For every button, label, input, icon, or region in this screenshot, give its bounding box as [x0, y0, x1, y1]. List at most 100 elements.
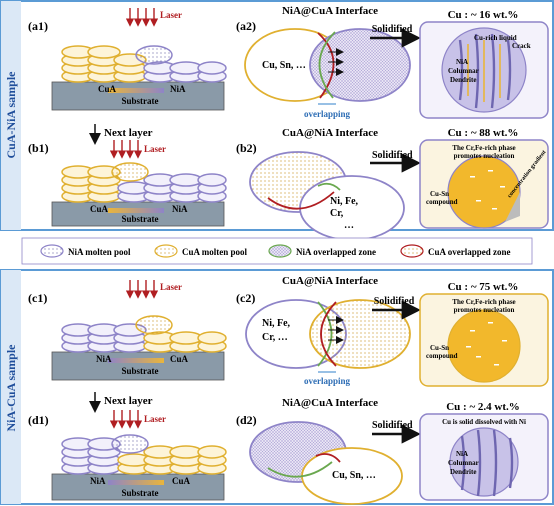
c2-right-ellipse [309, 299, 411, 369]
a1-laser-arrows [125, 8, 159, 27]
c2-note-1: The Cr,Fe-rich phase [452, 298, 515, 306]
bottom-next-layer-label: Next layer [104, 395, 153, 407]
d1-substrate [51, 473, 225, 501]
a2-cu-rich-liquid [467, 40, 501, 102]
d2-dendrite-3: Dendrite [450, 468, 476, 476]
a2-dendrite-3: Dendrite [450, 76, 476, 84]
d1-laser-arrows [109, 410, 143, 429]
c2-tag: (c2) [236, 291, 255, 305]
c2-el-1: Ni, Fe, [262, 318, 291, 329]
a2-cu-content: Cu : ~ 16 wt.% [448, 9, 519, 21]
b2-el-2: Cr, [330, 208, 344, 219]
b1-flow-arrow [108, 208, 164, 213]
legend-item-cua: CuA molten pool [154, 244, 248, 258]
c1-laser-arrows [125, 280, 159, 299]
b2-el-1: Ni, Fe, [330, 196, 359, 207]
a2-overlap-green [318, 31, 336, 99]
a1-laser-label: Laser [160, 10, 182, 20]
d1-cua-label: CuA [172, 476, 191, 486]
b2-compound-1: Cu-Sn [430, 190, 449, 198]
d2-note: Cu is solid dissolved with Ni [442, 418, 526, 426]
c2-note-2: promotes nucleation [454, 306, 515, 314]
d2-overlap-green [267, 461, 333, 478]
d1-cua-tracks [117, 445, 227, 475]
d2-cu-content: Cu : ~ 2.4 wt.% [446, 401, 520, 413]
legend-label-cua: CuA molten pool [182, 247, 248, 257]
a2-elements: Cu, Sn, … [262, 60, 306, 71]
c1-flow-arrow [108, 358, 164, 363]
d2-dendrite-2: Columnar [448, 459, 479, 467]
d1-laser-label: Laser [144, 414, 166, 424]
a2-crack-label: Crack [512, 42, 531, 50]
c1-substrate-label: Substrate [121, 366, 158, 376]
c2-el-2: Cr, … [262, 332, 288, 343]
bottom-side-strip [1, 270, 21, 504]
b1-nia-tracks [117, 173, 227, 203]
c2-diffusion-arrows [328, 316, 344, 344]
d1-substrate-label: Substrate [121, 488, 158, 498]
b2-overlap-red [267, 191, 335, 210]
d2-title: NiA@CuA Interface [282, 397, 378, 409]
legend-label-cua-overlap: CuA overlapped zone [428, 247, 511, 257]
c2-compound-1: Cu-Sn [430, 344, 449, 352]
d2-tag: (d2) [236, 413, 257, 427]
b1-laser-label: Laser [144, 144, 166, 154]
legend-item-nia-overlap: NiA overlapped zone [268, 244, 376, 258]
c1-cua-molten-pool [135, 315, 173, 335]
c2-result-circle [447, 309, 521, 383]
b2-compound-2: compound [426, 198, 458, 206]
legend-item-nia: NiA molten pool [40, 244, 131, 258]
b1-cua-label: CuA [90, 204, 109, 214]
b2-cu-content: Cu : ~ 88 wt.% [448, 127, 519, 139]
a2-right-ellipse [309, 28, 411, 102]
d2-dendrites [460, 429, 514, 497]
a2-overlap-red [317, 32, 335, 99]
a2-dendrite-1: NiA [456, 58, 468, 66]
b1-laser-arrows [109, 140, 143, 159]
a1-nia-molten-pool [135, 45, 173, 65]
top-side-strip [1, 1, 21, 230]
b2-particles [470, 170, 505, 210]
d2-dendrite-1: NiA [456, 450, 468, 458]
a1-cua-label: CuA [98, 84, 117, 94]
c2-overlap-green [317, 301, 333, 367]
a1-nia-label: NiA [170, 84, 186, 94]
d1-nia-molten-pool [111, 434, 149, 454]
b2-note-1: The Cr,Fe-rich phase [452, 144, 515, 152]
c1-cua-label: CuA [170, 354, 189, 364]
d1-tag: (d1) [28, 413, 49, 427]
c1-nia-tracks [61, 323, 147, 353]
d2-result-circle [449, 427, 519, 497]
b1-cua-tracks [61, 165, 121, 203]
legend-item-cua-overlap: CuA overlapped zone [400, 244, 511, 258]
d1-nia-label: NiA [90, 476, 106, 486]
b2-gradient-wedge [505, 192, 520, 222]
a2-dendrite-2: Columnar [448, 67, 479, 75]
c1-substrate [51, 351, 225, 381]
a2-dendrites [458, 33, 512, 109]
d1-flow-arrow [108, 480, 164, 485]
c2-cu-content: Cu : ~ 75 wt.% [448, 281, 519, 293]
b2-note-2: promotes nucleation [454, 152, 515, 160]
c1-tag: (c1) [28, 291, 47, 305]
b1-cua-molten-pool [111, 162, 149, 182]
a1-nia-tracks [143, 61, 227, 83]
a1-cua-tracks [61, 45, 147, 83]
a2-diffusion-arrows [328, 48, 344, 76]
b2-tag: (b2) [236, 141, 257, 155]
b1-substrate [51, 201, 225, 227]
c2-compound-2: compound [426, 352, 458, 360]
c1-laser-label: Laser [160, 282, 182, 292]
b1-substrate-label: Substrate [121, 214, 158, 224]
bottom-side-label: NiA-CuA sample [4, 344, 18, 432]
c2-particles [466, 322, 507, 366]
a2-title: NiA@CuA Interface [282, 5, 378, 17]
b2-el-3: … [344, 220, 354, 231]
a2-liquid-label: Cu-rich liquid [474, 34, 517, 42]
c2-overlap-red [320, 301, 337, 367]
top-side-label: CuA-NiA sample [4, 71, 18, 159]
top-next-layer-label: Next layer [104, 127, 153, 139]
a1-flow-arrow [108, 88, 164, 93]
c2-solidified-label: Solidified [374, 296, 415, 307]
